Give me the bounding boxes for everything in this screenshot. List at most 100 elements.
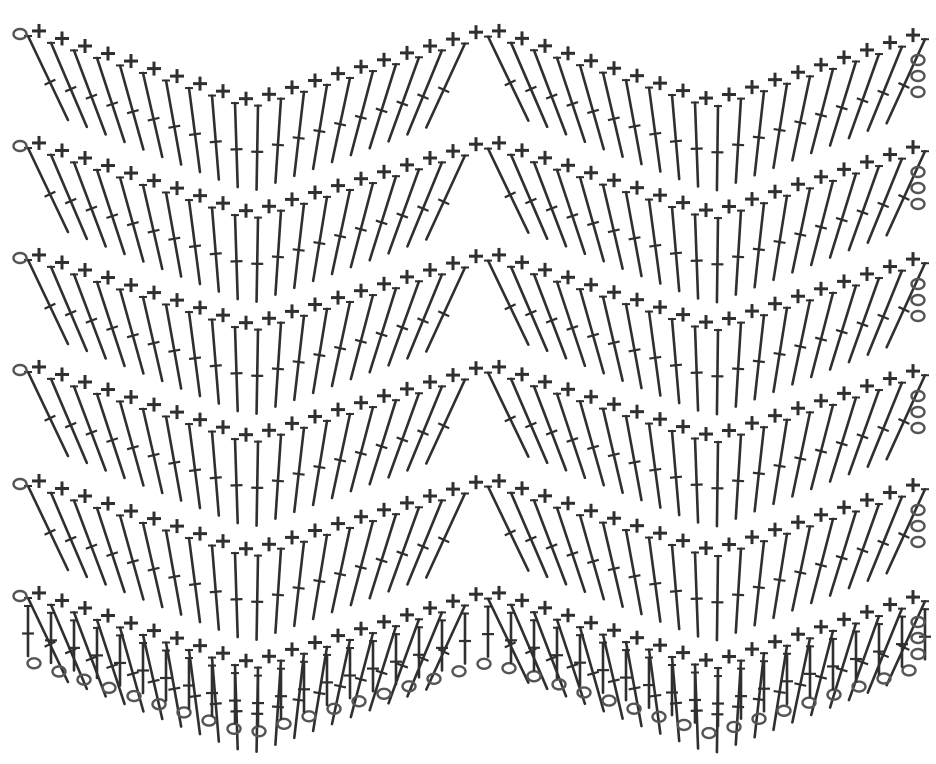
- single-crochet-stitch: [423, 489, 437, 503]
- single-crochet-stitch: [400, 496, 414, 510]
- double-crochet-stitch: [185, 200, 201, 284]
- chain-stitch: [14, 253, 27, 263]
- single-crochet-stitch: [239, 92, 253, 106]
- double-crochet-stitch: [162, 305, 181, 389]
- single-crochet-stitch: [239, 204, 253, 218]
- double-crochet-stitch: [272, 549, 285, 633]
- double-crochet-stitch: [811, 405, 837, 489]
- double-crochet-stitch: [93, 170, 125, 254]
- single-crochet-stitch: [101, 497, 115, 511]
- double-crochet-stitch: [507, 267, 547, 351]
- foundation-chain: [22, 606, 931, 738]
- double-crochet-stitch: [426, 156, 469, 240]
- double-crochet-stitch: [272, 323, 285, 407]
- single-crochet-stitch: [124, 54, 138, 68]
- single-crochet-stitch: [722, 650, 736, 664]
- single-crochet-stitch: [469, 475, 483, 489]
- single-crochet-stitch: [101, 159, 115, 173]
- single-crochet-stitch: [32, 586, 46, 600]
- single-crochet-stitch: [584, 504, 598, 518]
- single-crochet-stitch: [653, 188, 667, 202]
- chain-stitch: [912, 183, 925, 193]
- single-crochet-stitch: [78, 375, 92, 389]
- double-crochet-stitch: [732, 435, 745, 519]
- single-crochet-stitch: [699, 541, 713, 555]
- single-crochet-stitch: [78, 151, 92, 165]
- single-crochet-stitch: [170, 293, 184, 307]
- single-crochet-stitch: [653, 526, 667, 540]
- double-crochet-stitch: [887, 151, 929, 235]
- single-crochet-stitch: [906, 28, 920, 42]
- double-crochet-stitch: [208, 658, 222, 742]
- single-crochet-stitch: [722, 312, 736, 326]
- single-crochet-stitch: [837, 500, 851, 514]
- double-crochet-stitch: [351, 407, 377, 491]
- chain-stitch: [912, 423, 925, 433]
- double-crochet-stitch: [830, 62, 860, 146]
- single-crochet-stitch: [423, 601, 437, 615]
- double-crochet-stitch: [47, 379, 87, 463]
- single-crochet-stitch: [423, 375, 437, 389]
- single-crochet-stitch: [745, 530, 759, 544]
- double-crochet-stitch: [712, 676, 724, 726]
- double-crochet-stitch: [620, 650, 632, 700]
- double-crochet-stitch: [868, 271, 906, 355]
- single-crochet-stitch: [561, 270, 575, 284]
- single-crochet-stitch: [653, 412, 667, 426]
- double-crochet-stitch: [208, 208, 222, 292]
- single-crochet-stitch: [538, 263, 552, 277]
- single-crochet-stitch: [469, 361, 483, 375]
- single-crochet-stitch: [538, 601, 552, 615]
- single-crochet-stitch: [837, 162, 851, 176]
- double-crochet-stitch: [426, 494, 469, 578]
- double-crochet-stitch: [753, 427, 768, 511]
- single-crochet-stitch: [653, 76, 667, 90]
- double-crochet-stitch: [576, 289, 604, 373]
- single-crochet-stitch: [193, 189, 207, 203]
- chain-stitch: [903, 665, 916, 675]
- chain-stitch: [912, 295, 925, 305]
- single-crochet-stitch: [515, 481, 529, 495]
- single-crochet-stitch: [285, 192, 299, 206]
- single-crochet-stitch: [791, 515, 805, 529]
- single-crochet-stitch: [745, 416, 759, 430]
- single-crochet-stitch: [607, 61, 621, 75]
- single-crochet-stitch: [745, 642, 759, 656]
- double-crochet-stitch: [407, 500, 446, 584]
- single-crochet-stitch: [515, 31, 529, 45]
- single-crochet-stitch: [699, 91, 713, 105]
- single-crochet-stitch: [883, 148, 897, 162]
- double-crochet-stitch: [370, 514, 400, 598]
- double-crochet-stitch: [622, 530, 641, 614]
- double-crochet-stitch: [116, 65, 143, 149]
- single-crochet-stitch: [860, 493, 874, 507]
- single-crochet-stitch: [170, 69, 184, 83]
- double-crochet-stitch: [811, 69, 837, 153]
- double-crochet-stitch: [208, 96, 222, 180]
- single-crochet-stitch: [308, 524, 322, 538]
- double-crochet-stitch: [407, 386, 446, 470]
- double-crochet-stitch: [185, 88, 201, 172]
- double-crochet-stitch: [47, 43, 87, 127]
- single-crochet-stitch: [262, 311, 276, 325]
- single-crochet-stitch: [607, 173, 621, 187]
- double-crochet-stitch: [830, 398, 860, 482]
- chain-stitch: [753, 714, 766, 724]
- single-crochet-stitch: [193, 77, 207, 91]
- single-crochet-stitch: [492, 24, 506, 38]
- single-crochet-stitch: [676, 646, 690, 660]
- double-crochet-stitch: [426, 380, 469, 464]
- chain-stitch: [103, 683, 116, 693]
- single-crochet-stitch: [676, 308, 690, 322]
- double-crochet-stitch: [753, 541, 768, 625]
- single-crochet-stitch: [906, 478, 920, 492]
- double-crochet-stitch: [351, 183, 377, 267]
- double-crochet-stitch: [272, 211, 285, 295]
- single-crochet-stitch: [101, 271, 115, 285]
- double-crochet-stitch: [811, 293, 837, 377]
- double-crochet-stitch: [689, 672, 701, 722]
- double-crochet-stitch: [507, 379, 547, 463]
- single-crochet-stitch: [492, 474, 506, 488]
- single-crochet-stitch: [607, 285, 621, 299]
